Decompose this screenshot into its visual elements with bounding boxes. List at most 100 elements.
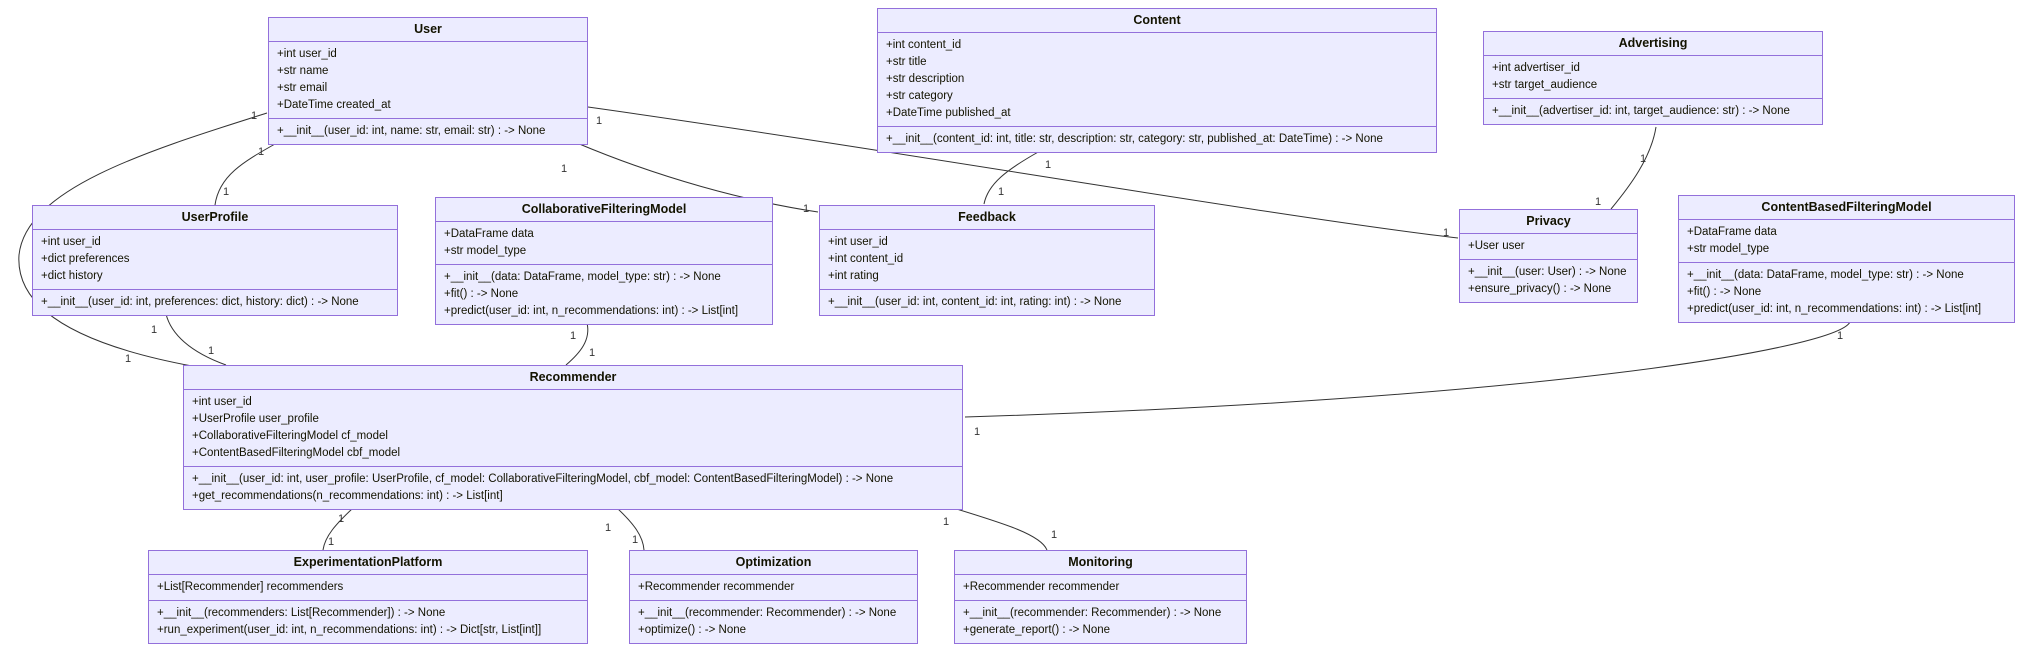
attributes-compartment: +int user_id +dict preferences +dict histo… <box>33 230 397 289</box>
class-attribute: +int user_id <box>192 396 252 408</box>
methods-compartment: +__init__(user_id: int, user_profile: Us… <box>184 466 962 509</box>
class-attribute: +Recommender recommender <box>963 581 1120 593</box>
association-Advertising-Privacy <box>1610 126 1657 210</box>
class-ContentBasedFilteringModel: ContentBasedFilteringModel+DataFrame dat… <box>1678 195 2015 323</box>
class-method: +__init__(recommender: Recommender) : ->… <box>963 607 1222 619</box>
multiplicity-label: 1 <box>596 115 602 127</box>
association-Recommender-Monitoring <box>949 506 1048 551</box>
methods-compartment: +__init__(user_id: int, content_id: int,… <box>820 289 1154 315</box>
multiplicity-label: 1 <box>974 426 980 438</box>
class-method: +optimize() : -> None <box>638 624 747 636</box>
class-attribute: +int advertiser_id <box>1492 62 1580 74</box>
multiplicity-label: 1 <box>1595 196 1601 208</box>
methods-compartment: +__init__(advertiser_id: int, target_aud… <box>1484 98 1822 124</box>
class-method: +__init__(user_id: int, name: str, email… <box>277 125 546 137</box>
class-attribute: +str title <box>886 56 927 68</box>
class-attribute: +dict preferences <box>41 253 130 265</box>
class-method: +run_experiment(user_id: int, n_recommen… <box>157 624 542 636</box>
class-attribute: +dict history <box>41 270 103 282</box>
multiplicity-label: 1 <box>1443 227 1449 239</box>
attributes-compartment: +int user_id +UserProfile user_profile +Co… <box>184 390 962 466</box>
attributes-compartment: +Recommender recommender <box>955 575 1246 600</box>
class-method: +__init__(content_id: int, title: str, d… <box>886 133 1383 145</box>
association-User-UserProfile <box>214 143 276 206</box>
multiplicity-label: 1 <box>1837 330 1843 342</box>
class-method: +__init__(advertiser_id: int, target_aud… <box>1492 105 1790 117</box>
class-attribute: +UserProfile user_profile <box>192 413 319 425</box>
methods-compartment: +__init__(user: User) : -> None+ensure_p… <box>1460 259 1637 302</box>
association-ContentBasedFilteringModel-Recommender <box>964 321 1851 418</box>
class-attribute: +int user_id <box>41 236 101 248</box>
class-attribute: +Recommender recommender <box>638 581 795 593</box>
attributes-compartment: +User user <box>1460 234 1637 259</box>
class-method: +__init__(user: User) : -> None <box>1468 266 1627 278</box>
class-title: Content <box>878 9 1436 33</box>
class-method: +__init__(data: DataFrame, model_type: s… <box>444 271 721 283</box>
multiplicity-label: 1 <box>328 536 334 548</box>
attributes-compartment: +int advertiser_id+str target_audience <box>1484 56 1822 98</box>
class-attribute: +str model_type <box>444 245 527 257</box>
class-title: ExperimentationPlatform <box>149 551 587 575</box>
class-method: +__init__(user_id: int, content_id: int,… <box>828 296 1122 308</box>
association-User-Recommender <box>18 112 268 367</box>
class-method: +predict(user_id: int, n_recommendations… <box>1687 303 1982 315</box>
class-User: User+int user_id+str name+str email+Date… <box>268 17 588 145</box>
class-Recommender: Recommender +int user_id +UserProfile user… <box>183 365 963 510</box>
methods-compartment: +__init__(recommender: Recommender) : ->… <box>955 600 1246 643</box>
association-Recommender-Optimization <box>616 507 645 551</box>
class-attribute: +List[Recommender] recommenders <box>157 581 344 593</box>
class-title: Optimization <box>630 551 917 575</box>
attributes-compartment: +int user_id +int content_id +int rating <box>820 230 1154 289</box>
multiplicity-label: 1 <box>943 516 949 528</box>
class-Privacy: Privacy +User user +__init__(user: User) :… <box>1459 209 1638 303</box>
class-title: Privacy <box>1460 210 1637 234</box>
class-title: ContentBasedFilteringModel <box>1679 196 2014 220</box>
methods-compartment: +__init__(data: DataFrame, model_type: s… <box>436 264 772 324</box>
class-attribute: +DateTime published_at <box>886 107 1011 119</box>
class-attribute: +DateTime created_at <box>277 99 391 111</box>
class-ExperimentationPlatform: ExperimentationPlatform +List[Recommender… <box>148 550 588 644</box>
methods-compartment: +__init__(data: DataFrame, model_type: s… <box>1679 262 2014 322</box>
multiplicity-label: 1 <box>258 146 264 158</box>
class-attribute: +int rating <box>828 270 879 282</box>
class-attribute: +int content_id <box>886 39 962 51</box>
multiplicity-label: 1 <box>1051 529 1057 541</box>
multiplicity-label: 1 <box>803 203 809 215</box>
class-attribute: +str name <box>277 65 329 77</box>
association-User-Feedback <box>576 142 819 213</box>
class-attribute: +User user <box>1468 240 1525 252</box>
class-method: +__init__(user_id: int, user_profile: Us… <box>192 473 894 485</box>
multiplicity-label: 1 <box>561 163 567 175</box>
class-attribute: +CollaborativeFilteringModel cf_model <box>192 430 388 442</box>
methods-compartment: +__init__(user_id: int, preferences: dic… <box>33 289 397 315</box>
multiplicity-label: 1 <box>589 347 595 359</box>
methods-compartment: +__init__(content_id: int, title: str, d… <box>878 126 1436 152</box>
attributes-compartment: +DataFrame data+str model_type <box>436 222 772 264</box>
class-method: +fit() : -> None <box>1687 286 1762 298</box>
multiplicity-label: 1 <box>208 345 214 357</box>
association-CollaborativeFilteringModel-Recommender <box>565 322 589 366</box>
multiplicity-label: 1 <box>151 324 157 336</box>
methods-compartment: +__init__(recommender: Recommender) : ->… <box>630 600 917 643</box>
class-CollaborativeFilteringModel: CollaborativeFilteringModel+DataFrame da… <box>435 197 773 325</box>
attributes-compartment: +int user_id+str name+str email+DateTime… <box>269 42 587 118</box>
class-method: +__init__(recommenders: List[Recommender… <box>157 607 446 619</box>
attributes-compartment: +Recommender recommender <box>630 575 917 600</box>
class-attribute: +int user_id <box>828 236 888 248</box>
association-UserProfile-Recommender <box>165 313 227 366</box>
multiplicity-label: 1 <box>125 353 131 365</box>
class-attribute: +str category <box>886 90 953 102</box>
class-method: +fit() : -> None <box>444 288 519 300</box>
methods-compartment: +__init__(recommenders: List[Recommender… <box>149 600 587 643</box>
class-attribute: +int content_id <box>828 253 904 265</box>
association-Recommender-ExperimentationPlatform <box>322 507 354 551</box>
class-method: +__init__(data: DataFrame, model_type: s… <box>1687 269 1964 281</box>
class-title: Recommender <box>184 366 962 390</box>
class-method: +predict(user_id: int, n_recommendations… <box>444 305 739 317</box>
multiplicity-label: 1 <box>605 522 611 534</box>
class-method: +generate_report() : -> None <box>963 624 1111 636</box>
multiplicity-label: 1 <box>998 186 1004 198</box>
class-title: User <box>269 18 587 42</box>
